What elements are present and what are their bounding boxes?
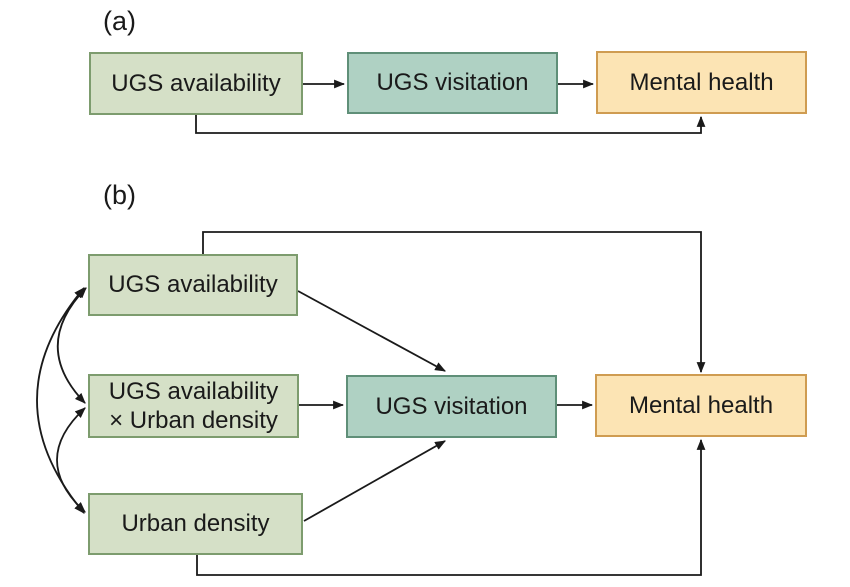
node-b-interaction-line1: UGS availability xyxy=(108,377,279,405)
node-a-ugs-availability: UGS availability xyxy=(89,52,303,115)
arrow-b-density-to-visitation xyxy=(303,440,446,522)
panel-b-label: (b) xyxy=(103,180,136,210)
node-b-interaction: UGS availability × Urban density xyxy=(88,374,299,438)
node-a-mental-health-label: Mental health xyxy=(629,68,774,96)
node-b-interaction-line2: × Urban density xyxy=(109,407,278,434)
node-b-ugs-availability: UGS availability xyxy=(88,254,298,316)
node-b-ugs-visitation: UGS visitation xyxy=(346,375,557,438)
node-a-ugs-visitation-label: UGS visitation xyxy=(376,69,529,97)
node-b-ugs-availability-label: UGS availability xyxy=(108,271,278,299)
node-b-ugs-visitation-label: UGS visitation xyxy=(375,392,528,420)
covariance-arc-availability-interaction xyxy=(56,287,87,404)
node-b-interaction-label: UGS availability × Urban density xyxy=(109,377,278,436)
arrow-b-availability-to-visitation xyxy=(297,290,446,372)
node-a-ugs-availability-label: UGS availability xyxy=(111,69,281,97)
node-b-mental-health-label: Mental health xyxy=(628,391,774,419)
covariance-arc-availability-density xyxy=(36,287,85,514)
arrow-b-availability-to-mental-direct xyxy=(202,231,706,374)
node-b-urban-density: Urban density xyxy=(88,493,303,555)
arrow-a-availability-to-mental-direct xyxy=(195,114,706,134)
node-a-mental-health: Mental health xyxy=(596,51,807,114)
node-b-mental-health: Mental health xyxy=(595,374,807,437)
panel-a-label: (a) xyxy=(103,6,136,36)
node-a-ugs-visitation: UGS visitation xyxy=(347,52,558,114)
arrow-b-density-to-mental-direct xyxy=(196,438,706,576)
node-b-urban-density-label: Urban density xyxy=(121,510,270,538)
